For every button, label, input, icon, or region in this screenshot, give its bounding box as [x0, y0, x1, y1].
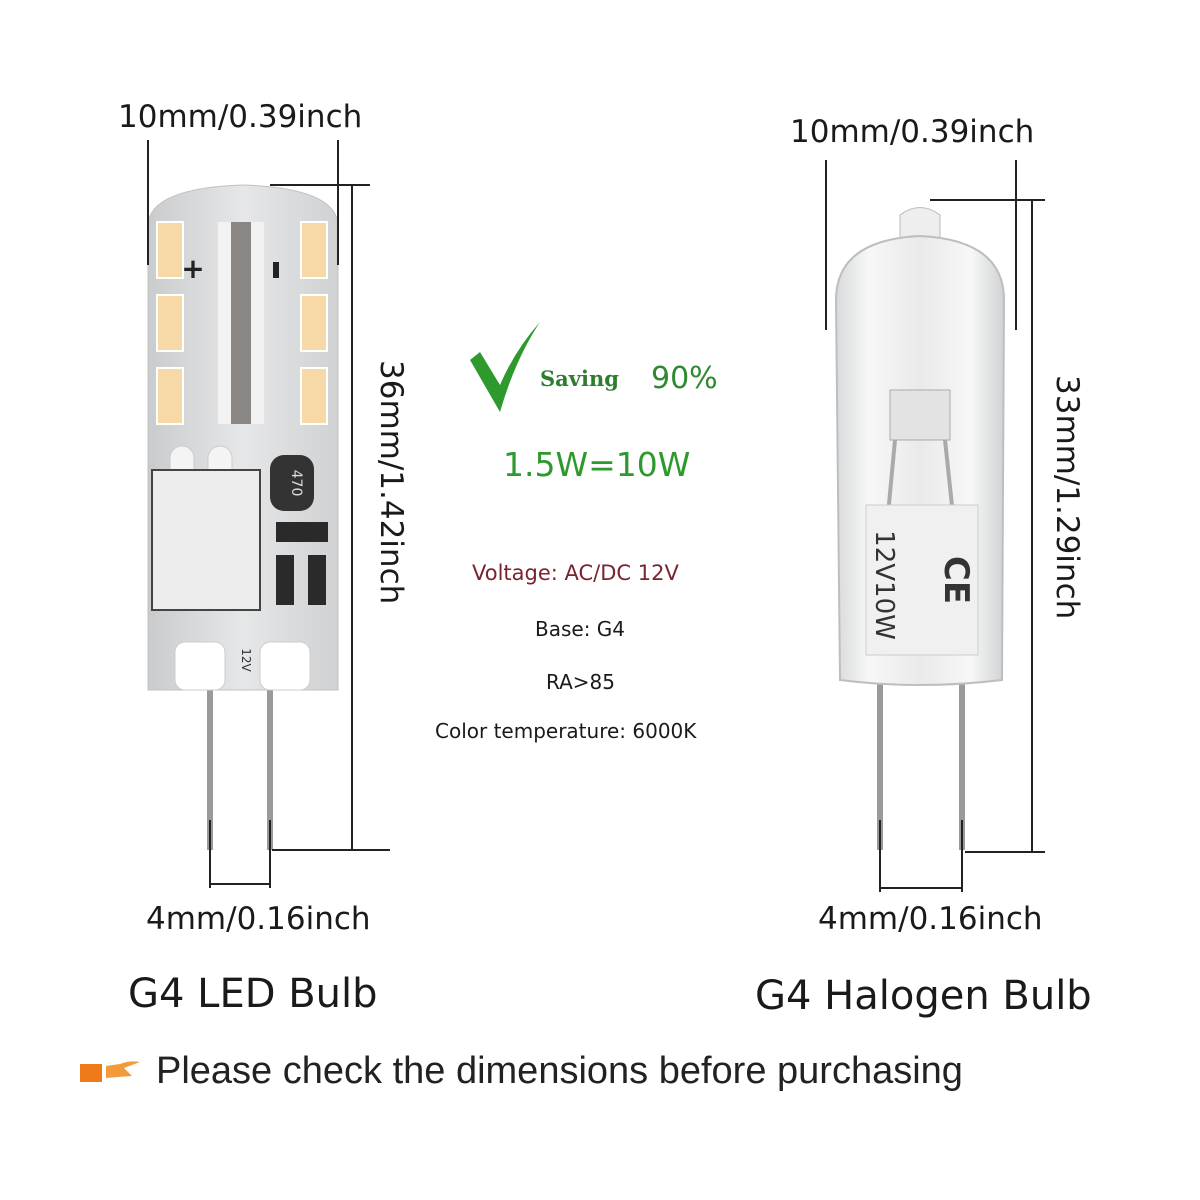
led-driver-block [151, 469, 261, 611]
svg-text:470: 470 [288, 470, 304, 497]
pointing-hand-icon [80, 1061, 140, 1082]
halogen-dimension-lines [825, 160, 1045, 892]
led-chips [156, 221, 328, 425]
svg-text:12V10W: 12V10W [869, 530, 899, 640]
saving-label: Saving [540, 366, 619, 391]
svg-text:12V: 12V [239, 648, 253, 672]
inductor [270, 455, 314, 511]
led-pin-spacing-label: 4mm/0.16inch [146, 901, 371, 937]
halogen-pin-spacing-label: 4mm/0.16inch [818, 901, 1043, 937]
halogen-width-label: 10mm/0.39inch [790, 114, 1035, 150]
wattage-equivalence: 1.5W=10W [503, 445, 691, 484]
led-height-label: 36mm/1.42inch [373, 360, 409, 605]
base-spec: Base: G4 [535, 617, 626, 641]
halogen-bulb-title: G4 Halogen Bulb [755, 973, 1092, 1019]
led-dimension-lines [147, 140, 390, 888]
color-temperature-spec: Color temperature: 6000K [435, 719, 697, 743]
halogen-pinch-seal [865, 504, 979, 656]
ra-spec: RA>85 [546, 670, 615, 694]
svg-text:CE: CE [936, 556, 976, 604]
led-bulb: + 470 12V [147, 184, 339, 850]
halogen-height-label: 33mm/1.29inch [1049, 375, 1085, 620]
check-icon [470, 322, 540, 412]
led-center-bar [231, 222, 251, 424]
saving-value: 90% [651, 361, 718, 396]
plus-mark: + [181, 252, 204, 285]
minus-mark [273, 262, 279, 278]
led-width-label: 10mm/0.39inch [118, 99, 363, 135]
led-bulb-title: G4 LED Bulb [128, 971, 378, 1017]
halogen-bulb: 12V10W CE [834, 207, 1006, 850]
dimension-notice: Please check the dimensions before purch… [156, 1050, 963, 1092]
voltage-spec: Voltage: AC/DC 12V [472, 561, 679, 585]
